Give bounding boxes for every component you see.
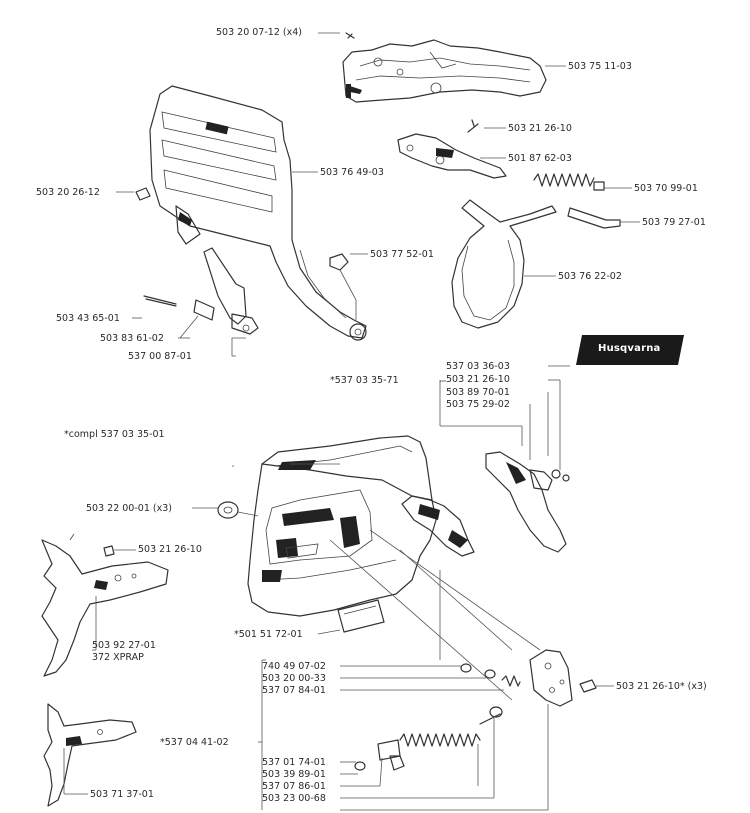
lever-part xyxy=(143,247,259,335)
clutch-cover-part xyxy=(247,435,437,617)
part-label: 503 22 00-01 (x3) xyxy=(86,503,172,514)
part-label: 503 20 07-12 (x4) xyxy=(216,27,302,38)
part-label: 503 23 00-68 xyxy=(262,793,326,804)
part-label: 503 76 49-03 xyxy=(320,167,384,178)
part-label: 503 20 00-33 xyxy=(262,673,326,684)
bumper-spike-part-2 xyxy=(43,703,137,807)
part-label: 503 39 89-01 xyxy=(262,769,326,780)
part-label: 503 75 11-03 xyxy=(568,61,632,72)
washer-part xyxy=(460,663,472,673)
part-label: 501 87 62-03 xyxy=(508,153,572,164)
part-label: 503 43 65-01 xyxy=(56,313,120,324)
part-label: 503 83 61-02 xyxy=(100,333,164,344)
part-label: 503 89 70-01 xyxy=(446,387,510,398)
part-label: 503 21 26-10 xyxy=(138,544,202,555)
cover-part xyxy=(337,599,385,633)
part-label: 740 49 07-02 xyxy=(262,661,326,672)
spring-part xyxy=(533,173,595,187)
bracket-part xyxy=(377,739,401,761)
part-label: 503 70 99-01 xyxy=(634,183,698,194)
part-label: 503 21 26-10 xyxy=(508,123,572,134)
front-hand-guard-part xyxy=(149,85,367,339)
part-label: 503 77 52-01 xyxy=(370,249,434,260)
part-label: 503 76 22-02 xyxy=(558,271,622,282)
screw-part xyxy=(103,545,115,557)
brake-handle-part xyxy=(485,451,570,553)
part-label: *537 04 41-02 xyxy=(160,737,229,748)
part-label: 372 XPRAP xyxy=(92,652,144,663)
part-label: 537 00 87-01 xyxy=(128,351,192,362)
screw-part xyxy=(135,187,151,201)
part-label: 503 92 27-01 xyxy=(92,640,156,651)
brake-lever-part xyxy=(397,119,507,179)
tensioner-plate-part xyxy=(529,649,573,707)
part-label: 503 75 29-02 xyxy=(446,399,510,410)
chain-brake-part xyxy=(401,495,475,557)
part-label: 503 21 26-10 xyxy=(446,374,510,385)
tension-spring-part xyxy=(399,733,481,747)
nut-part xyxy=(329,253,349,271)
part-label: *537 03 35-71 xyxy=(330,375,399,386)
husqvarna-logo-text: Husqvarna xyxy=(598,343,661,354)
part-label: 503 21 26-10* (x3) xyxy=(616,681,707,692)
chain-guard-part xyxy=(342,39,547,103)
part-label: *compl 537 03 35-01 xyxy=(64,429,165,440)
bumper-spike-part xyxy=(41,533,169,677)
husqvarna-logo xyxy=(576,335,684,365)
part-label: 537 03 36-03 xyxy=(446,361,510,372)
part-label: 503 20 26-12 xyxy=(36,187,100,198)
nut-part xyxy=(217,501,239,519)
washer-part-2 xyxy=(484,669,496,679)
nut-part-2 xyxy=(354,761,366,771)
screw-part xyxy=(579,679,597,693)
screw-part xyxy=(345,32,355,39)
small-spring-part xyxy=(501,675,521,687)
part-label: 503 71 37-01 xyxy=(90,789,154,800)
part-label: 537 07 84-01 xyxy=(262,685,326,696)
part-label: 503 79 27-01 xyxy=(642,217,706,228)
brake-band-part xyxy=(451,199,557,329)
part-label: *501 51 72-01 xyxy=(234,629,303,640)
pin-part xyxy=(567,207,621,229)
part-label: 537 07 86-01 xyxy=(262,781,326,792)
part-label: 537 01 74-01 xyxy=(262,757,326,768)
